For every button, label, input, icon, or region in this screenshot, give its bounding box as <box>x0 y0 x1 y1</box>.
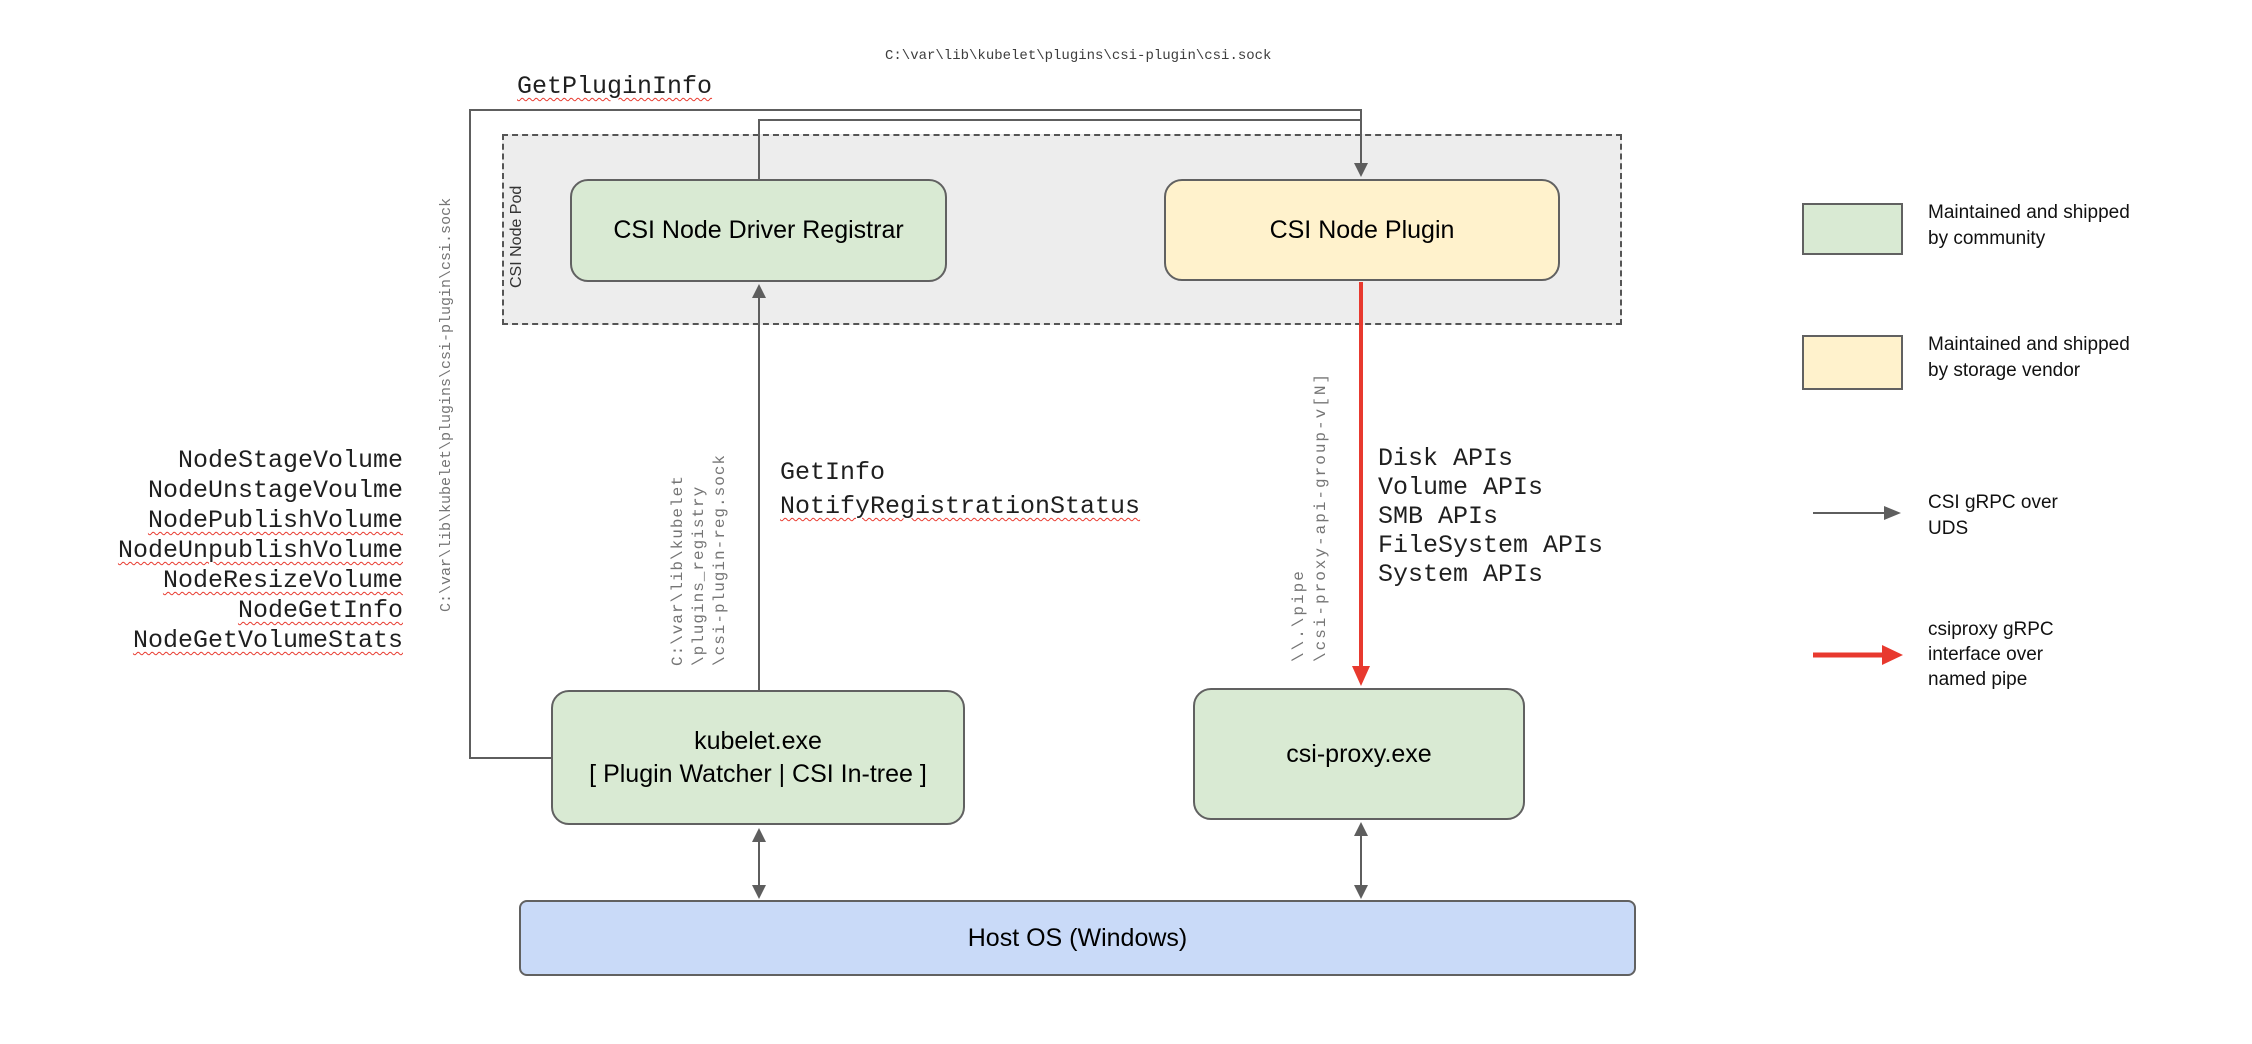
host-os-box: Host OS (Windows) <box>519 900 1636 976</box>
host-os-label: Host OS (Windows) <box>967 923 1188 952</box>
node-methods-list: NodeStageVolume NodeUnstageVoulme NodePu… <box>60 446 403 656</box>
kubelet-up-arrowhead <box>752 828 766 842</box>
legend-community-swatch <box>1802 203 1903 255</box>
list-item: NodePublishVolume <box>147 506 403 535</box>
list-item: NodeUnstageVoulme <box>147 476 403 505</box>
kubelet-label-line1: kubelet.exe <box>694 726 822 755</box>
list-item: System APIs <box>1378 560 1544 589</box>
registration-socket-path-label: C:\var\lib\kubelet \plugins_registry \cs… <box>669 453 729 666</box>
list-item: GetInfo <box>780 458 886 487</box>
registrar-label: CSI Node Driver Registrar <box>613 216 904 244</box>
kubelet-box: kubelet.exe [ Plugin Watcher | CSI In-tr… <box>551 690 965 825</box>
proxy-api-list: Disk APIs Volume APIs SMB APIs FileSyste… <box>1378 444 1603 589</box>
csi-node-driver-registrar-box: CSI Node Driver Registrar <box>570 179 947 282</box>
get-plugin-info-label: GetPluginInfo <box>517 72 712 102</box>
legend-uds-label: CSI gRPC over UDS <box>1928 492 2058 539</box>
legend-vendor-swatch <box>1802 335 1903 390</box>
legend-vendor-label: Maintained and shipped by storage vendor <box>1928 334 2130 381</box>
list-item: NodeResizeVolume <box>162 566 403 595</box>
proxy-red-arrowhead <box>1352 666 1370 686</box>
proxy-up-arrowhead <box>1354 822 1368 836</box>
legend-gray-arrowhead <box>1884 506 1901 520</box>
list-item: NodeUnpublishVolume <box>117 536 403 565</box>
legend-red-arrowhead <box>1882 645 1903 665</box>
csi-proxy-label: csi-proxy.exe <box>1286 739 1432 768</box>
list-item: NotifyRegistrationStatus <box>780 492 1141 521</box>
csi-node-plugin-box: CSI Node Plugin <box>1164 179 1560 281</box>
legend-namedpipe-label: csiproxy gRPC interface over named pipe <box>1928 619 2054 690</box>
list-item: NodeGetVolumeStats <box>132 626 403 655</box>
kubelet-label-line2: [ Plugin Watcher | CSI In-tree ] <box>589 759 927 788</box>
list-item: SMB APIs <box>1378 502 1499 531</box>
legend-community-label: Maintained and shipped by community <box>1928 202 2130 249</box>
registrar-calls-list: GetInfo NotifyRegistrationStatus <box>780 456 1140 524</box>
list-item: Disk APIs <box>1378 444 1514 473</box>
csi-node-pod-label: CSI Node Pod <box>508 185 525 288</box>
get-plugin-info-text: GetPluginInfo <box>517 72 713 101</box>
named-pipe-path-label: \\.\pipe \csi-proxy-api-group-v[N] <box>1290 371 1330 662</box>
hostos-down-arrowhead-left <box>752 885 766 899</box>
top-socket-path-label: C:\var\lib\kubelet\plugins\csi-plugin\cs… <box>885 48 1272 64</box>
left-socket-path-label: C:\var\lib\kubelet\plugins\csi-plugin\cs… <box>438 197 455 612</box>
hostos-down-arrowhead-right <box>1354 885 1368 899</box>
list-item: FileSystem APIs <box>1378 531 1604 560</box>
csi-proxy-box: csi-proxy.exe <box>1193 688 1525 820</box>
list-item: NodeStageVolume <box>177 446 403 475</box>
list-item: NodeGetInfo <box>237 596 403 625</box>
list-item: Volume APIs <box>1378 473 1544 502</box>
plugin-label: CSI Node Plugin <box>1269 215 1455 244</box>
